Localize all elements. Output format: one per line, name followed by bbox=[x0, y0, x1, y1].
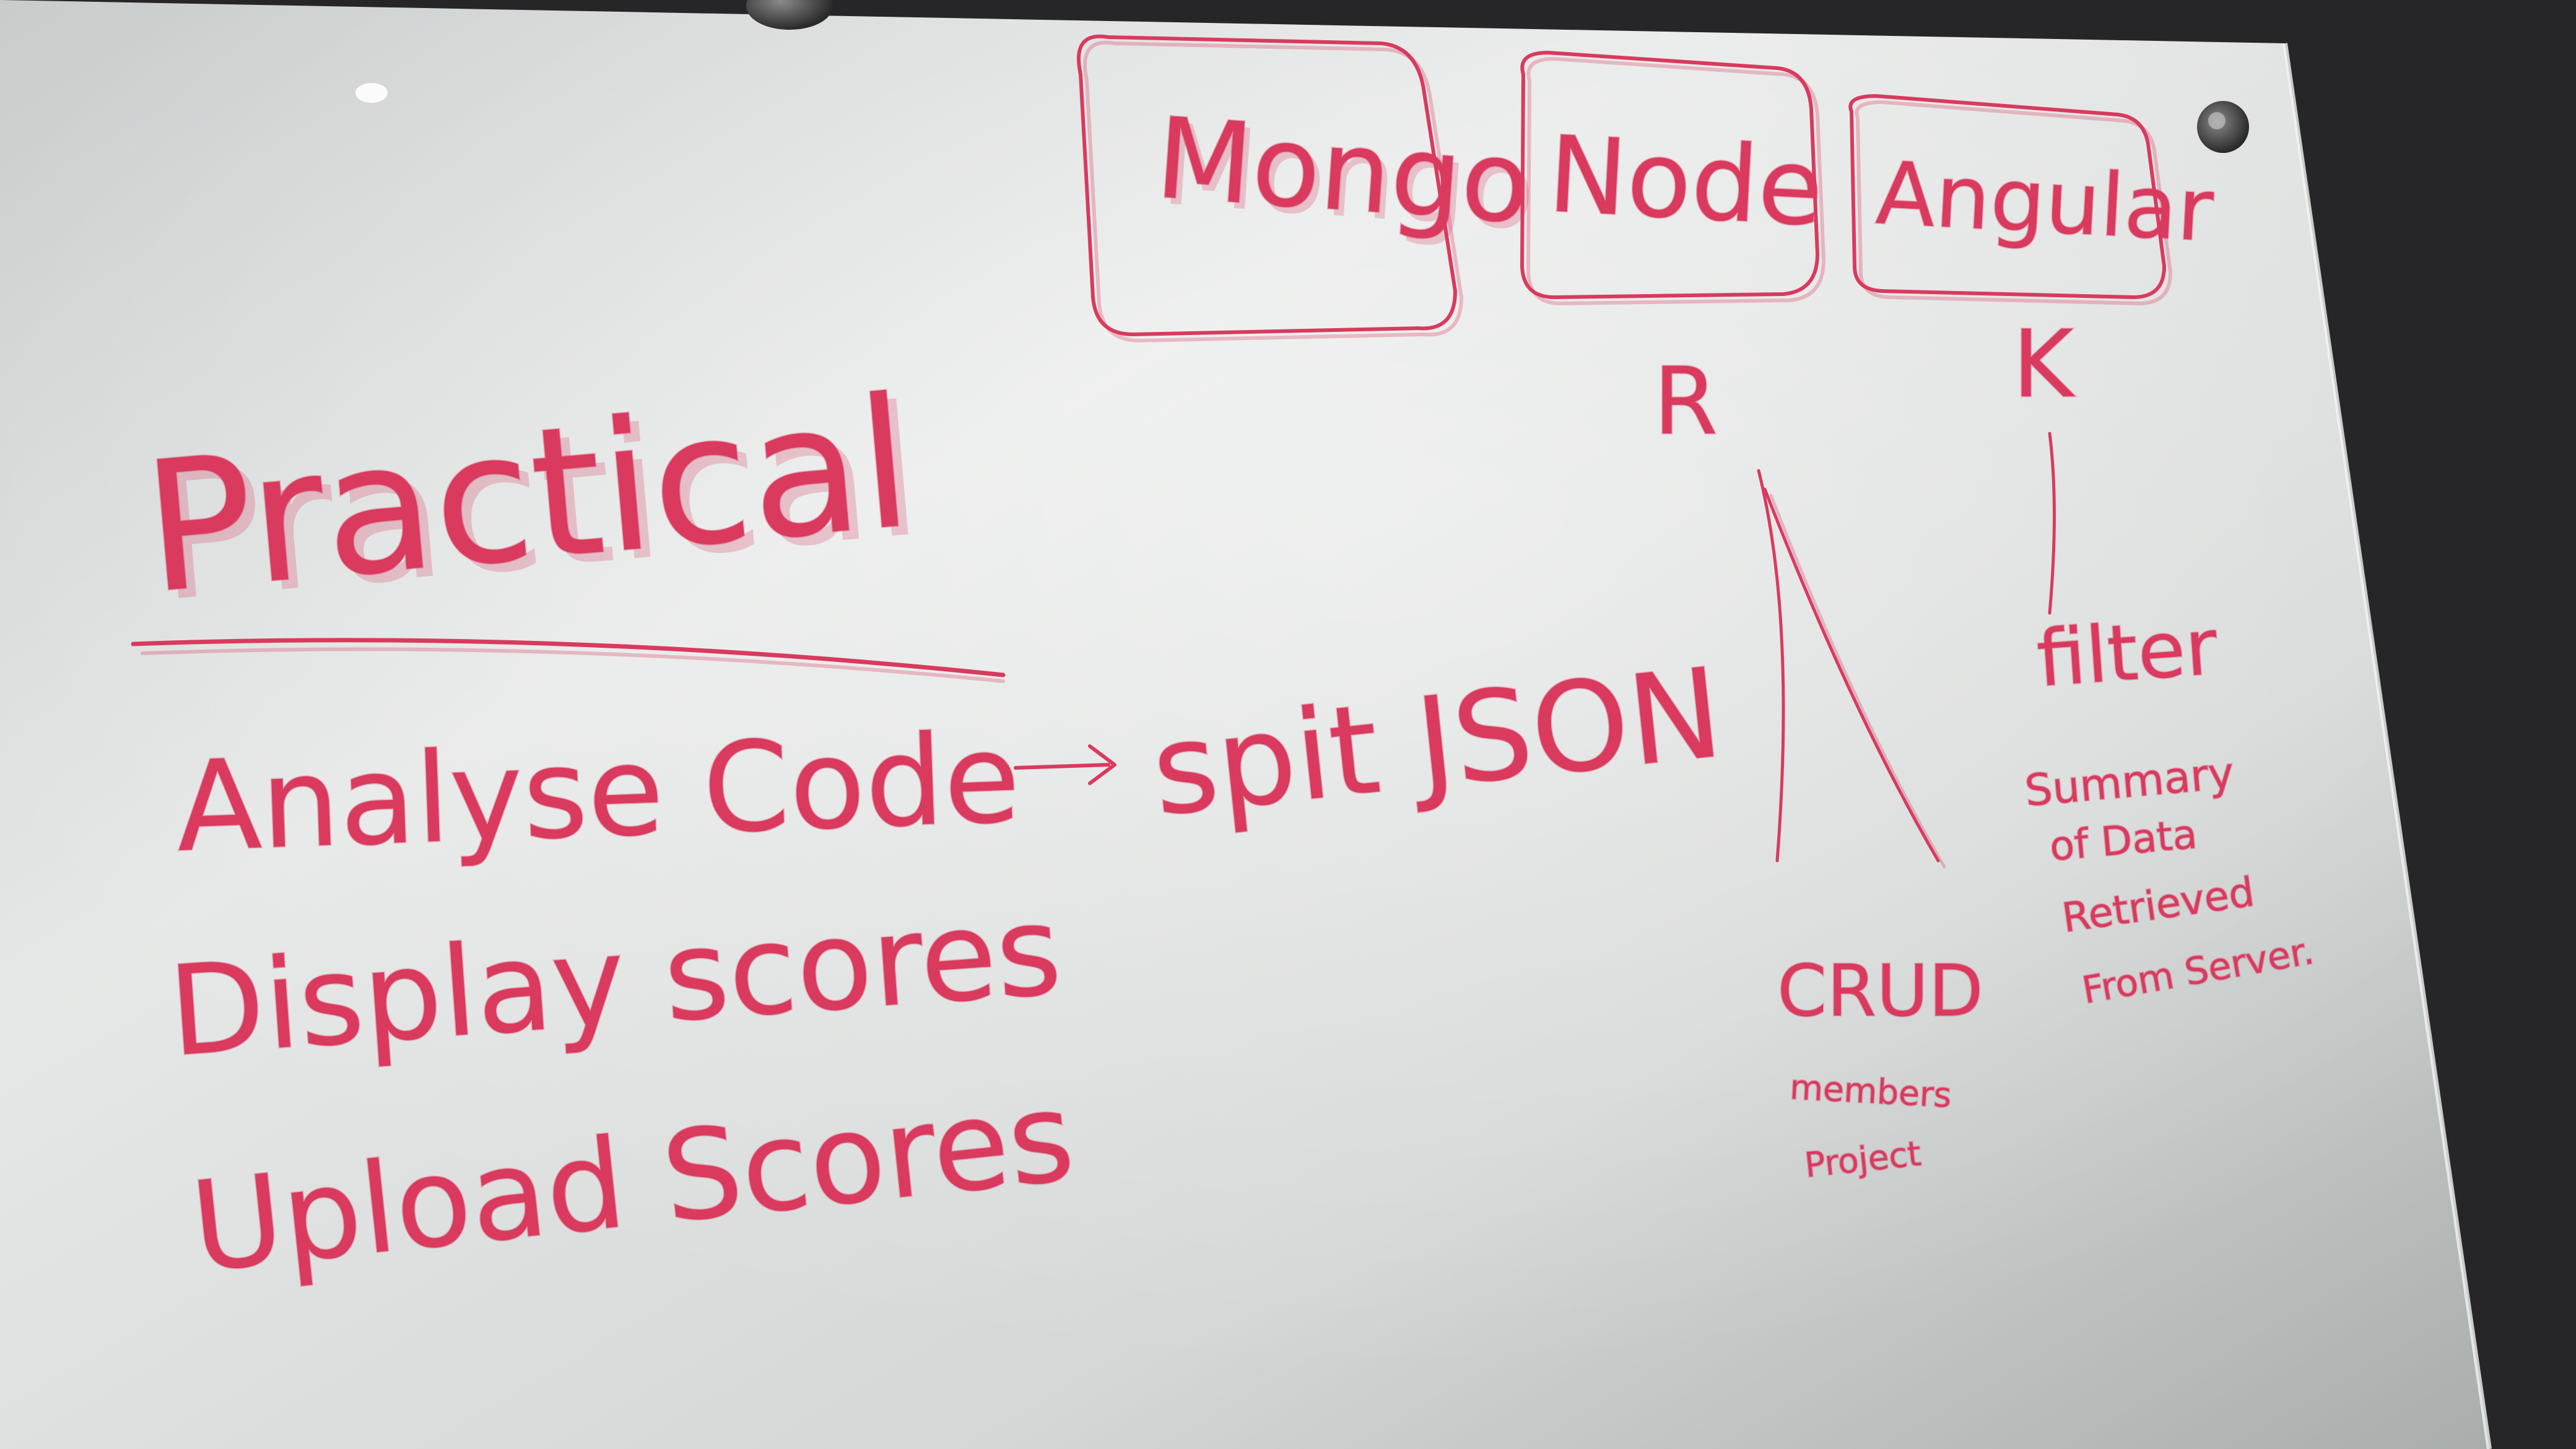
board-glow bbox=[0, 0, 2489, 1449]
crud-detail-members: members bbox=[1789, 1067, 1952, 1115]
practical-underline bbox=[131, 638, 1006, 677]
mounting-standoff-icon bbox=[746, 0, 833, 30]
mongo-label: Mongo bbox=[1152, 94, 1534, 249]
mounting-standoff-icon bbox=[2197, 101, 2249, 153]
angular-branch-letter: K bbox=[2012, 311, 2076, 419]
board-edge bbox=[2282, 43, 2492, 1449]
node-branch-letter: R bbox=[1653, 348, 1718, 456]
mongo-box: Mongo Mongo bbox=[1077, 34, 1540, 343]
light-reflection-icon bbox=[355, 83, 388, 103]
node-box: Node bbox=[1520, 51, 1827, 306]
box-label-ghost: Mongo bbox=[1158, 100, 1540, 256]
arrow-right-icon bbox=[1014, 744, 1116, 785]
angular-branch-arrow bbox=[2048, 432, 2056, 615]
practical-item-analyse-code: Analyse Code bbox=[174, 706, 1022, 879]
angular-box: Angular bbox=[1848, 94, 2217, 306]
practical-underline-ghost bbox=[141, 647, 1005, 683]
filter-label: filter bbox=[2034, 603, 2221, 705]
angular-label: Angular bbox=[1874, 143, 2216, 261]
node-branch-arrow bbox=[1757, 469, 1946, 869]
crud-label: CRUD bbox=[1777, 950, 1983, 1033]
node-label: Node bbox=[1545, 113, 1825, 250]
